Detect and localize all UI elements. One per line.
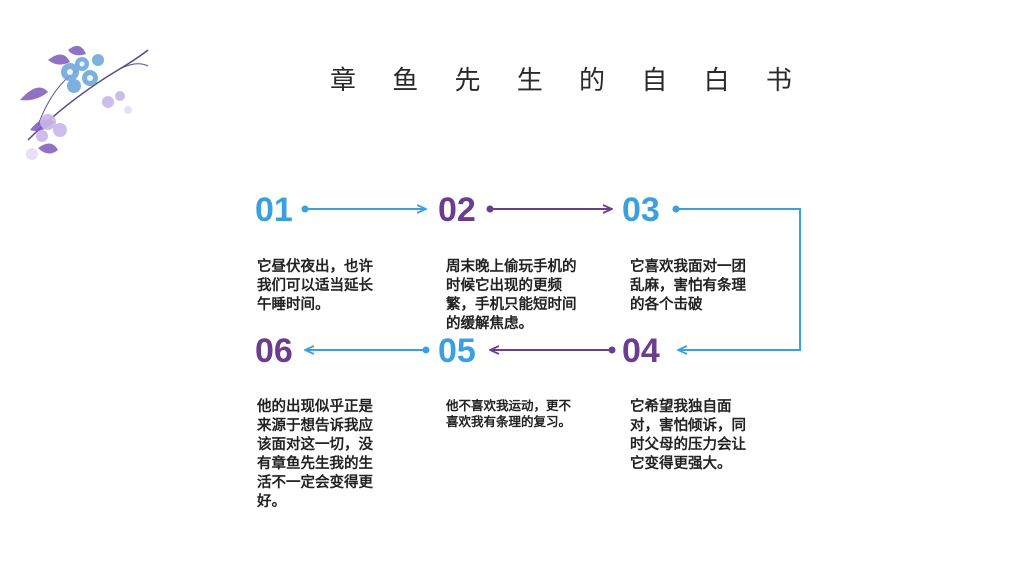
step-text-04: 它希望我独自面对，害怕倾诉，同时父母的压力会让它变得更强大。 [630, 399, 746, 472]
arrow-05-06 [305, 347, 430, 354]
arrow-04-05 [490, 347, 616, 354]
step-number-02: 02 [438, 191, 476, 229]
flower-cluster-icon [20, 45, 149, 160]
step-text-02: 周末晚上偷玩手机的时候它出现的更频繁，手机只能短时间的缓解焦虑。 [446, 259, 577, 332]
arrow-03-04 [672, 205, 801, 351]
arrow-02-03 [486, 206, 613, 213]
step-text-06: 他的出现似乎正是来源于想告诉我应该面对这一切，没有章鱼先生我的生活不一定会变得更… [257, 399, 373, 510]
step-number-01: 01 [255, 191, 293, 229]
step-number-03: 03 [622, 191, 660, 229]
step-text-03: 它喜欢我面对一团乱麻，害怕有条理的各个击破 [630, 259, 746, 313]
step-number-04: 04 [622, 332, 660, 370]
step-number-06: 06 [255, 332, 293, 370]
step-number-05: 05 [438, 332, 476, 370]
step-text-05: 他不喜欢我运动，更不喜欢我有条理的复习。 [446, 398, 572, 429]
step-text-01: 它昼伏夜出，也许我们可以适当延长午睡时间。 [257, 259, 373, 313]
arrow-01-02 [301, 206, 427, 213]
